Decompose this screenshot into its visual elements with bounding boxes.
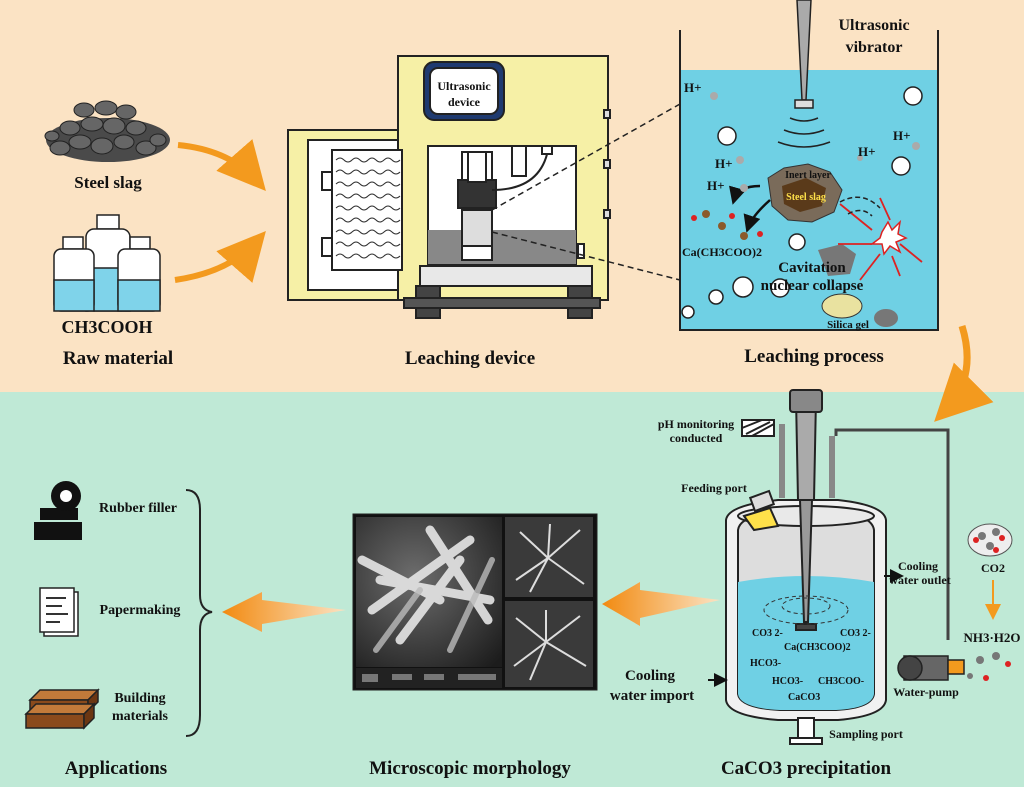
steel-slag-icon	[44, 100, 170, 162]
application-building-label-2: materials	[112, 709, 169, 724]
leaching-device-machine	[287, 55, 611, 319]
water-pump-label: Water-pump	[893, 685, 959, 699]
vibrator-label-1: Ultrasonic	[838, 17, 909, 34]
zoom-line-top	[491, 103, 681, 211]
acid-bottles-icon	[53, 214, 161, 312]
raw-material-title: Raw material	[63, 348, 173, 369]
sem-image-panel	[352, 513, 598, 691]
ammonia-molecules-icon	[967, 652, 1011, 681]
ion-label: CO3 2-	[840, 628, 871, 639]
water-pump-icon	[897, 655, 965, 681]
ion-label: CH3COO-	[818, 676, 864, 687]
zoom-line-bottom	[491, 231, 681, 281]
device-screen-line2: device	[448, 95, 481, 109]
applications-brace	[185, 489, 213, 737]
slag-to-device-arrow	[177, 139, 266, 192]
silica-gel-label: Silica gel	[827, 319, 869, 331]
h-plus-1: H+	[684, 80, 702, 95]
leaching-process-title: Leaching process	[744, 346, 884, 367]
application-paper-label: Papermaking	[100, 603, 181, 618]
cooling-import-label-2: water import	[610, 688, 694, 704]
ion-label: HCO3-	[772, 676, 803, 687]
h-plus-3: H+	[707, 178, 725, 193]
reactor-to-sem-arrow	[602, 582, 720, 626]
ion-label: CO3 2-	[752, 628, 783, 639]
nh3-label: NH3·H2O	[963, 630, 1020, 645]
feeding-port-label: Feeding port	[681, 481, 747, 495]
ion-label: HCO3-	[750, 658, 781, 669]
leaching-device-title: Leaching device	[405, 348, 535, 369]
cavitation-label-1: Cavitation	[778, 260, 846, 276]
application-building-label-1: Building	[114, 691, 165, 706]
steel-slag-core-label: Steel slag	[786, 192, 826, 203]
cooling-outlet-label-1: Cooling	[898, 559, 938, 573]
cavitation-label-2: nuclear collapse	[761, 278, 864, 294]
calcium-acetate-label: Ca(CH3COO)2	[682, 245, 762, 259]
device-screen-line1: Ultrasonic	[437, 79, 491, 93]
leaching-tank	[679, 0, 939, 331]
steel-slag-label: Steel slag	[74, 173, 142, 192]
co2-molecules-icon	[967, 523, 1013, 557]
h-plus-5: H+	[858, 144, 876, 159]
cooling-outlet-label-2: water outlet	[889, 573, 950, 587]
h-plus-4: H+	[893, 128, 911, 143]
cooling-import-label-1: Cooling	[625, 668, 676, 684]
microscopy-title: Microscopic morphology	[369, 758, 571, 779]
inert-layer-label: Inert layer	[785, 170, 831, 181]
ph-monitoring-label-1: pH monitoring	[658, 417, 734, 431]
paper-documents-icon	[39, 587, 79, 637]
ph-monitoring-label-2: conducted	[670, 431, 723, 445]
sem-to-applications-arrow	[222, 592, 346, 632]
applications-title: Applications	[65, 758, 167, 779]
bricks-icon	[24, 688, 100, 730]
acid-to-device-arrow	[174, 230, 266, 283]
rubber-tire-icon	[34, 481, 82, 540]
ion-label: CaCO3	[788, 692, 820, 703]
application-rubber-label: Rubber filler	[99, 501, 177, 516]
h-plus-2: H+	[715, 156, 733, 171]
acetic-acid-label: CH3COOH	[61, 317, 152, 337]
vibrator-label-2: vibrator	[846, 39, 903, 56]
precipitation-reactor	[708, 389, 950, 745]
sampling-port-label: Sampling port	[829, 727, 903, 741]
ion-label: Ca(CH3COO)2	[784, 642, 851, 653]
co2-label: CO2	[981, 561, 1005, 575]
precipitation-title: CaCO3 precipitation	[721, 758, 892, 779]
process-to-precipitation-arrow	[934, 324, 994, 422]
